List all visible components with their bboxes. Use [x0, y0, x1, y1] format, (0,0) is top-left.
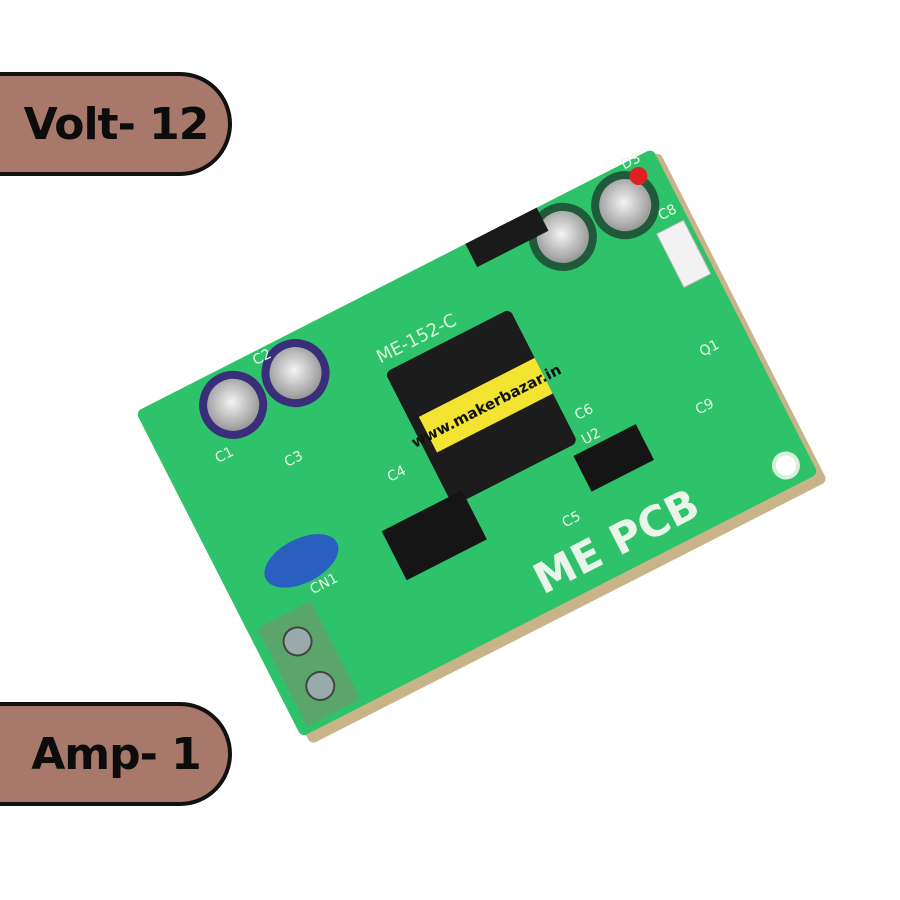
capacitor — [591, 171, 660, 240]
silkscreen-c1: C1 — [212, 444, 236, 467]
silkscreen-c4: C4 — [385, 463, 409, 486]
screw-icon — [305, 670, 336, 701]
output-connector — [656, 219, 712, 289]
mounting-hole — [771, 451, 800, 480]
voltage-label-text: Volt- 12 — [23, 98, 210, 150]
led — [629, 166, 648, 185]
silkscreen-u2: U2 — [579, 425, 603, 448]
terminal-block — [257, 601, 361, 727]
silkscreen-c9: C9 — [693, 396, 717, 419]
screw-icon — [282, 626, 313, 657]
diode — [465, 207, 549, 268]
transformer-band — [418, 357, 553, 453]
silkscreen-c5: C5 — [560, 508, 584, 531]
silkscreen-d3: D3 — [619, 150, 644, 173]
ic-chip — [381, 490, 487, 581]
capacitor — [199, 370, 268, 439]
optocoupler — [573, 424, 654, 492]
capacitor — [261, 339, 330, 408]
silkscreen-c8: C8 — [656, 201, 680, 224]
silkscreen-c6: C6 — [572, 401, 596, 424]
capacitor — [528, 202, 597, 271]
voltage-label: Volt- 12 — [0, 72, 232, 176]
silkscreen-c2: C2 — [250, 346, 274, 369]
current-label-text: Amp- 1 — [31, 728, 202, 780]
silkscreen-c3: C3 — [282, 448, 306, 471]
y-capacitor — [264, 534, 339, 588]
current-label: Amp- 1 — [0, 702, 232, 806]
